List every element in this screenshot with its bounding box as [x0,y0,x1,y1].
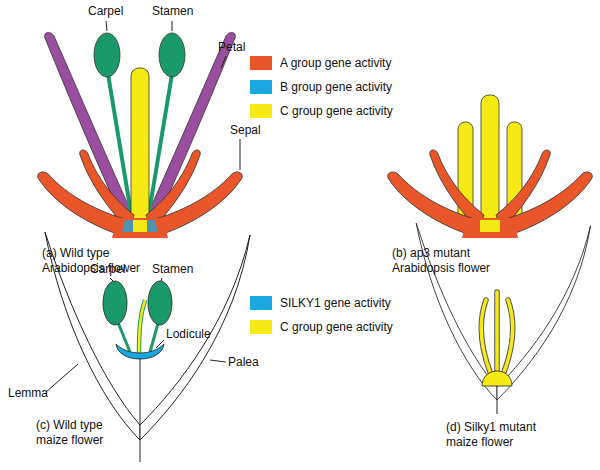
ovary [482,371,512,386]
legend-row: B group gene activity [250,80,392,94]
sepal [388,172,478,235]
sepal [152,172,242,235]
panel-caption: (b) ap3 mutant Arabidopsis flower [392,246,512,276]
carpel [481,95,499,232]
receptacle-b-zone [122,220,158,232]
anther [148,281,172,325]
leader-line [210,360,226,362]
receptacle [112,218,168,238]
part-label: Lemma [8,386,48,401]
leader-line [221,56,226,68]
legend-text: B group gene activity [280,80,392,94]
part-label: Stamen [152,262,193,277]
leader-line [106,21,107,31]
part-label: Lodicule [166,327,211,342]
carpel-outline [481,292,513,372]
leader-line [46,364,78,392]
legend-swatch [250,104,272,118]
lodicule [116,344,164,359]
panel-caption: (d) Silky1 mutant maize flower [446,420,558,450]
receptacle-c-zone [133,220,147,232]
carpel-silk [139,300,145,354]
palea [140,235,250,440]
anther [94,33,120,77]
part-label: Sepal [230,123,261,138]
legend-row: C group gene activity [250,320,393,334]
legend-row: A group gene activity [250,56,391,70]
receptacle [462,218,518,238]
rachilla [140,356,141,428]
part-label: Palea [228,355,259,370]
leader-line [110,278,113,281]
part-label: Carpel [90,262,125,277]
legend-swatch [250,56,272,70]
legend-row: C group gene activity [250,104,393,118]
legend-text: SILKY1 gene activity [280,296,391,310]
leader-line [240,139,241,170]
anther [103,281,127,325]
legend-swatch [250,296,272,310]
arabidopsis-ap3-mutant [388,95,593,238]
sepal [502,172,592,235]
leader-line [161,278,162,281]
carpel [481,292,513,372]
carpels [481,292,513,372]
receptacle-c-zone [480,220,500,232]
stem [140,440,141,462]
sepal [38,172,128,235]
part-label: Carpel [88,4,123,19]
part-label: Petal [218,40,245,55]
legend-swatch [250,320,272,334]
anther [159,33,185,77]
stem [497,400,498,414]
carpel-silk [139,300,145,354]
carpel [131,68,149,232]
legend-text: C group gene activity [280,104,393,118]
arabidopsis-wild-type [38,32,243,238]
leader-line [172,21,173,31]
part-label: Stamen [152,4,193,19]
legend-swatch [250,80,272,94]
panel-caption: (c) Wild type maize flower [36,418,128,448]
legend-row: SILKY1 gene activity [250,296,391,310]
legend-text: A group gene activity [280,56,391,70]
legend-text: C group gene activity [280,320,393,334]
